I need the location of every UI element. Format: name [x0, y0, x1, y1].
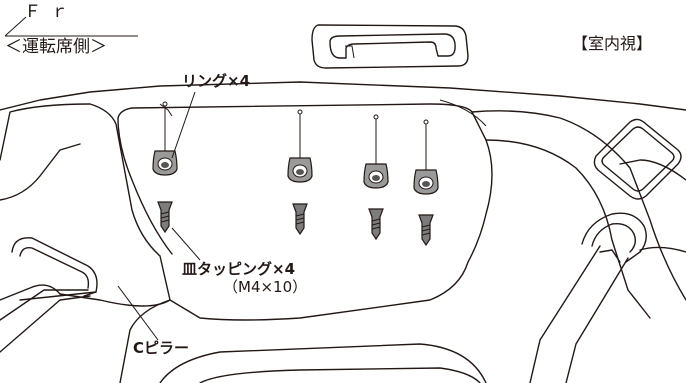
tapping-screw — [368, 208, 384, 241]
tapping-screw — [157, 201, 173, 234]
front-direction-marker — [4, 16, 138, 37]
screw-callout: 皿タッピング×4 — [182, 260, 296, 278]
roof-handle — [311, 24, 469, 69]
quarter-window-trim — [593, 118, 682, 200]
leader-lines — [117, 91, 201, 341]
tapping-screw — [418, 214, 434, 247]
ring-callout: リング×4 — [182, 72, 251, 90]
tapping-screw — [292, 203, 308, 236]
screw-size-callout: （M4×10） — [223, 278, 308, 296]
ring — [363, 163, 389, 189]
ring — [152, 150, 178, 176]
ring — [287, 157, 313, 183]
front-label: Ｆｒ — [24, 2, 78, 22]
driver-side-label: ＜運転席側＞ — [5, 37, 107, 57]
interior-outline — [0, 81, 686, 383]
clip-holes — [162, 101, 429, 172]
seat-belt-left — [0, 237, 98, 353]
seat-belt-right — [529, 212, 647, 383]
view-label: 【室内視】 — [572, 34, 653, 53]
c-pillar-callout: Cピラー — [133, 339, 190, 357]
ring — [413, 169, 439, 195]
